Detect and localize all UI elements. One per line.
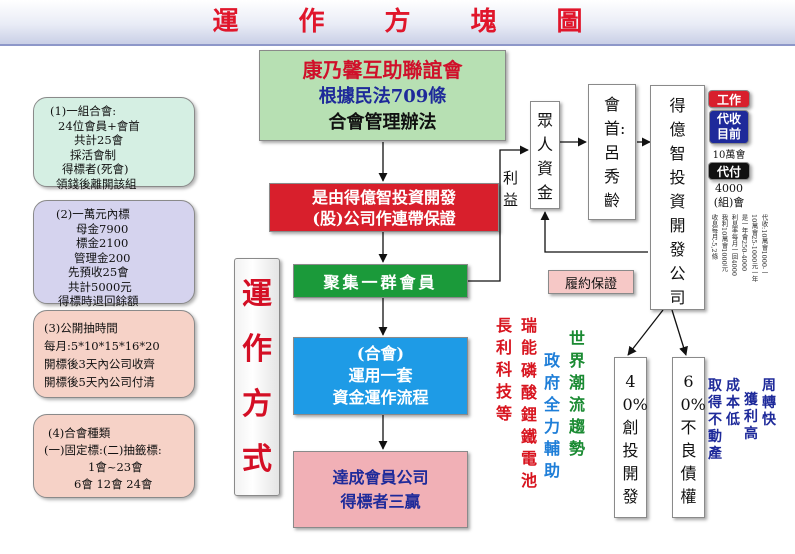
invest-box: 40%創投開發 — [614, 357, 648, 518]
operation-line2: 運用一套 — [348, 366, 413, 385]
invest-label: 40%創投開發 — [622, 372, 648, 506]
fine-print: 代收:10萬會1000-一 10萬會25-1000元一年 是一年會250-400… — [710, 214, 768, 282]
result-line1: 達成會員公司 — [332, 467, 429, 487]
profit-column-4: 取得不動產 — [708, 378, 722, 462]
amount-label-3: (組)會 — [713, 196, 745, 209]
arrow-company-to-baddebt — [671, 309, 688, 356]
side-panel-2: (2)一萬元內標 母金7900 標金2100 管理金200 先預收25會 共計5… — [33, 200, 195, 308]
header-divider — [0, 44, 795, 46]
trend-column-ruineng: 瑞能 — [521, 316, 538, 357]
performance-label: 履約保證 — [564, 276, 617, 292]
side-panel-4: (4)合會種類 (一)固定標:(二)抽籤標: 1會~23會 6會 12會 24會 — [33, 414, 195, 498]
performance-box: 履約保證 — [548, 270, 634, 294]
trend-column-tech: 長利科技等 — [496, 316, 513, 423]
operation-box: (合會) 運用一套 資金運作流程 — [293, 337, 468, 415]
guarantee-box: 是由得億智投資開發 (股)公司作連帶保證 — [269, 183, 499, 232]
operation-line1: (合會) — [356, 344, 405, 363]
gather-label: 聚集一群會員 — [323, 273, 438, 292]
trend-column-gov: 政府全力輔助 — [544, 351, 561, 480]
header-bar — [0, 0, 795, 44]
vertical-label-box: 運作方式 — [234, 258, 280, 496]
result-box: 達成會員公司 得標者三贏 — [293, 451, 468, 528]
gather-box: 聚集一群會員 — [293, 264, 468, 298]
baddebt-label: 60%不良債權 — [680, 372, 706, 506]
company-box: 得億智投資開發公司 — [650, 85, 705, 310]
head-box: 會首:呂秀齡 — [588, 84, 636, 220]
side-panel-1: (1)一組合會: 24位會員+會首 共計25會 採活會制 得標者(死會) 領錢後… — [33, 97, 195, 191]
amount-label-2: 4000 — [715, 181, 743, 195]
baddebt-box: 60%不良債權 — [672, 357, 706, 518]
funds-label: 眾人資金 — [537, 111, 554, 202]
profit-column-1: 周轉快 — [762, 378, 776, 428]
arrow-gather-to-funds — [468, 145, 529, 282]
guarantee-line1: 是由得億智投資開發 — [311, 187, 456, 207]
profit-column-2: 獲利高 — [744, 392, 758, 442]
work-badge: 工作 — [708, 90, 750, 108]
trend-column-world: 世界潮流趨勢 — [569, 329, 586, 458]
association-box: 康乃馨互助聯誼會 根據民法709條 合會管理辦法 — [259, 50, 506, 141]
result-line2: 得標者三贏 — [340, 491, 421, 511]
head-label: 會首:呂秀齡 — [604, 95, 626, 210]
company-label: 得億智投資開發公司 — [669, 96, 686, 307]
amount-label-1: 10萬會 — [712, 149, 746, 161]
association-name: 康乃馨互助聯誼會 — [302, 57, 463, 82]
page-title: 運作方塊圖 — [212, 7, 643, 37]
arrow-company-to-funds — [540, 211, 648, 253]
side-panel-3: (3)公開抽時間 每月:5*10*15*16*20 開標後3天內公司收齊 開標後… — [33, 310, 195, 398]
association-rule: 合會管理辦法 — [328, 111, 437, 133]
operation-line3: 資金運作流程 — [332, 388, 429, 407]
pay-badge: 代付 — [708, 162, 750, 180]
vertical-label-text: 運作方式 — [242, 277, 272, 477]
arrow-company-to-invest — [627, 309, 664, 356]
funds-box: 眾人資金 — [530, 101, 560, 209]
guarantee-line2: (股)公司作連帶保證 — [312, 208, 456, 228]
collect-badge: 代收 目前 — [709, 110, 749, 144]
trend-column-battery: 磷酸鋰鐵電池 — [521, 361, 538, 490]
association-law: 根據民法709條 — [318, 85, 447, 107]
profit-column-3: 成本低 — [726, 378, 740, 428]
interest-label: 利益 — [503, 169, 519, 209]
